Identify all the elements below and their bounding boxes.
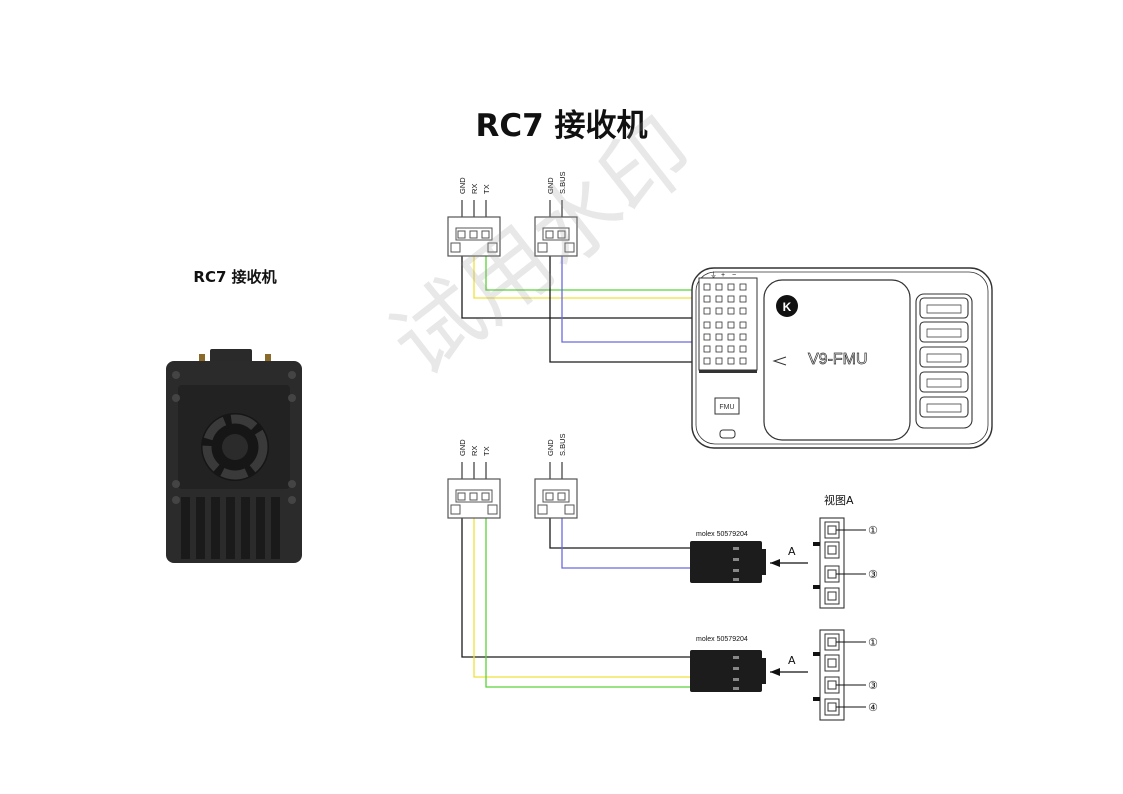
svg-text:K: K [783, 300, 792, 314]
wire-top-rx [473, 238, 745, 299]
wire-bot-tx [485, 500, 690, 688]
pin-number: ④ [868, 701, 878, 714]
header-sign-minus: − [732, 272, 736, 279]
pin-label-sbus: S.BUS [558, 433, 567, 456]
molex-part-upper: molex 50579204 [696, 531, 748, 538]
orientation-arrow-icon [772, 356, 787, 366]
view-arrow-upper: A [770, 545, 808, 567]
molex-connector-upper: molex 50579204 [690, 531, 766, 583]
pin-number: ① [868, 524, 878, 537]
wire-top-sbus-gnd [549, 238, 745, 363]
connector-top-3pin: GND RX TX [447, 177, 501, 257]
molex-part-lower: molex 50579204 [696, 636, 748, 643]
brand-logo-icon [776, 295, 798, 317]
fmu-side-ports [915, 293, 973, 429]
pin-number: ③ [868, 679, 878, 692]
wire-bot-rx [473, 500, 690, 678]
wire-bot-gnd [461, 500, 690, 658]
pin-label-rx: RX [470, 184, 479, 194]
connector-top-2pin: GND S.BUS [534, 171, 578, 257]
wires [461, 238, 745, 688]
view-a-upper: ① ③ [813, 517, 878, 609]
fmu-tag: FMU [719, 404, 734, 411]
fmu-model: V9-FMU [808, 351, 868, 368]
wire-bot-sbus [561, 500, 690, 569]
view-arrow-lower: A [770, 654, 808, 676]
pin-label-gnd: GND [458, 439, 467, 456]
pin-label-gnd: GND [546, 439, 555, 456]
pin-number: ③ [868, 568, 878, 581]
view-title: 视图A [824, 493, 854, 507]
molex-connector-lower: molex 50579204 [690, 636, 766, 692]
header-sign-plus: + [721, 272, 725, 279]
rc7-receiver-image [166, 349, 302, 563]
pin-label-rx: RX [470, 446, 479, 456]
arrow-label-lower: A [788, 654, 796, 667]
view-a-lower: ① ③ ④ [813, 629, 878, 721]
arrow-label-upper: A [788, 545, 796, 558]
page-title: RC7 接收机 [475, 108, 648, 144]
receiver-label: RC7 接收机 [193, 268, 277, 286]
wire-top-gnd [461, 238, 745, 319]
connector-bottom-3pin: GND RX TX [447, 439, 501, 519]
pin-label-gnd: GND [546, 177, 555, 194]
pin-number: ① [868, 636, 878, 649]
pin-label-tx: TX [482, 446, 491, 456]
pin-label-sbus: S.BUS [558, 171, 567, 194]
v9-fmu-board: ⏚ + − K V9-FMU FMU [691, 267, 993, 449]
wire-top-sbus [561, 238, 745, 343]
connector-bottom-2pin: GND S.BUS [534, 433, 578, 519]
pin-label-gnd: GND [458, 177, 467, 194]
pin-label-tx: TX [482, 184, 491, 194]
header-sign-gnd: ⏚ [710, 271, 717, 279]
